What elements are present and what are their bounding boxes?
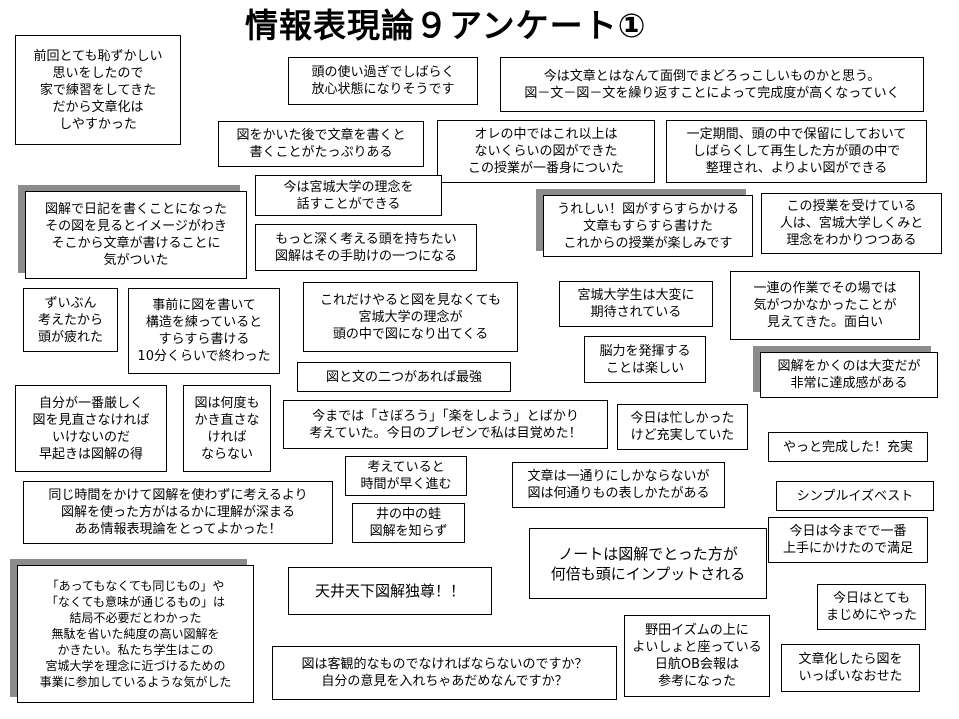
comment-note: 図は何度も かき直さな ければ ならない xyxy=(183,385,271,472)
comment-note: シンプルイズベスト xyxy=(776,481,934,511)
comment-note: 一連の作業でその場では 気がつかなかったことが 見えてきた。面白い xyxy=(730,271,920,340)
comment-note: もっと深く考える頭を持ちたい 図解はその手助けの一つになる xyxy=(255,224,477,271)
comment-note: 同じ時間をかけて図解を使わずに考えるより 図解を使った方がはるかに理解が深まる … xyxy=(23,481,333,544)
comment-note: 今日は忙しかった けど充実していた xyxy=(617,404,748,450)
comment-note: 今は文章とはなんて面倒でまどろっこしいものかと思う。 図－文－図－文を繰り返すこ… xyxy=(500,57,924,112)
comment-note: 宮城大学生は大変に 期待されている xyxy=(559,281,713,327)
comment-note: 井の中の蛙 図解を知らず xyxy=(352,503,465,543)
comment-note: 図解をかくのは大変だが 非常に達成感がある xyxy=(760,352,938,398)
comment-note: 事前に図を書いて 構造を練っていると すらすら書ける 10分くらいで終わった xyxy=(128,288,280,374)
comment-note: 前回とても恥ずかしい 思いをしたので 家で練習をしてきた だから文章化は しやす… xyxy=(15,35,181,145)
comment-note: 今までは「さぼろう」「楽をしよう」とばかり 考えていた。今日のプレゼンで私は目覚… xyxy=(283,400,608,449)
comment-note: 文章化したら図を いっぱいなおせた xyxy=(781,644,920,692)
comment-note: 「あってもなくても同じもの」や 「なくても意味が通じるもの」は 結局不必要だとわ… xyxy=(17,565,254,703)
comment-note: 図は客観的なものでなければならないのですか？ 自分の意見を入れちゃあだめなんです… xyxy=(272,646,617,700)
comment-note: 野田イズムの上に よいしょと座っている 日航OB会報は 参考になった xyxy=(624,615,770,697)
comment-note: うれしい！図がすらすらかける 文章もすらすら書けた これからの授業が楽しみです xyxy=(543,195,753,257)
page-title: 情報表現論９アンケート① xyxy=(245,6,647,45)
comment-note: 図と文の二つがあれば最強 xyxy=(297,362,511,392)
comment-note: これだけやると図を見なくても 宮城大学の理念が 頭の中で図になり出てくる xyxy=(303,282,518,352)
comment-note: 一定期間、頭の中で保留にしておいて しばらくして再生した方が頭の中で 整理され、… xyxy=(666,120,927,183)
comment-note: 今は宮城大学の理念を 話すことができる xyxy=(255,175,442,216)
comment-note: 天井天下図解独尊！！ xyxy=(288,567,492,615)
comment-note: 図をかいた後で文章を書くと 書くことがたっぷりある xyxy=(218,121,424,167)
comment-note: 自分が一番厳しく 図を見直さなければ いけないのだ 早起きは図解の得 xyxy=(15,385,167,472)
comment-note: 脳力を発揮する ことは楽しい xyxy=(584,336,706,383)
comment-note: やっと完成した！充実 xyxy=(768,432,928,462)
comment-note: 今日はとても まじめにやった xyxy=(817,584,926,630)
comment-note: 考えていると 時間が早く進む xyxy=(345,456,467,496)
comment-note: ノートは図解でとった方が 何倍も頭にインプットされる xyxy=(529,528,767,599)
comment-note: この授業を受けている 人は、宮城大学しくみと 理念をわかりつつある xyxy=(761,193,942,254)
comment-note: オレの中ではこれ以上は ないくらいの図ができた この授業が一番身についた xyxy=(437,120,655,183)
comment-note: 今日は今までで一番 上手にかけたので満足 xyxy=(768,517,928,563)
comment-note: 頭の使い過ぎでしばらく 放心状態になりそうです xyxy=(288,57,478,105)
comment-note: 図解で日記を書くことになった その図を見るとイメージがわき そこから文章が書ける… xyxy=(25,191,247,279)
comment-note: 文章は一通りにしかならないが 図は何通りもの表しかたがある xyxy=(512,462,725,508)
comment-note: ずいぶん 考えたから 頭が疲れた xyxy=(23,288,118,352)
